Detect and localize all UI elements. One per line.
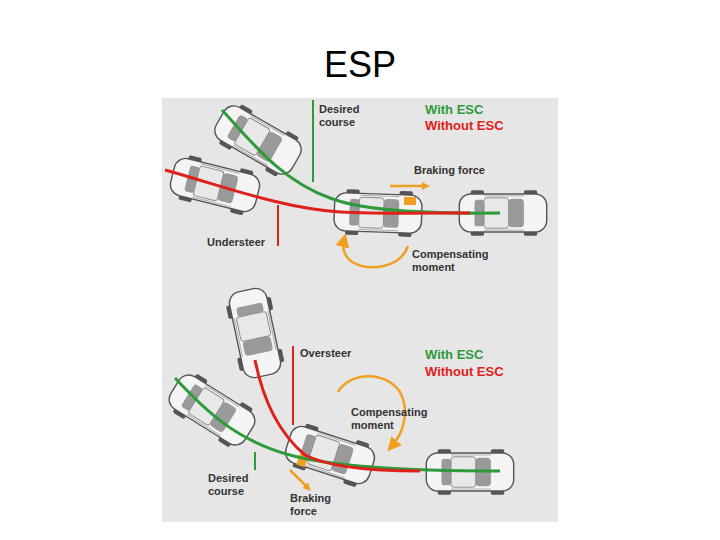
course-label: Desired course	[208, 472, 268, 497]
moment-label: Compensating moment	[412, 248, 512, 273]
situation-label: Oversteer	[300, 347, 351, 360]
legend-text: Without ESC	[425, 365, 504, 380]
situation-label: Understeer	[207, 236, 265, 249]
legend-text: Without ESC	[425, 119, 504, 134]
slide-title: ESP	[0, 44, 720, 86]
legend-text: With ESC	[425, 103, 483, 118]
force-label: Braking force	[414, 164, 485, 177]
force-label: Braking force	[290, 492, 346, 517]
legend-text: With ESC	[425, 348, 483, 363]
course-label: Desired course	[319, 103, 379, 128]
moment-label: Compensating moment	[351, 406, 451, 431]
panel-ground	[162, 98, 558, 522]
